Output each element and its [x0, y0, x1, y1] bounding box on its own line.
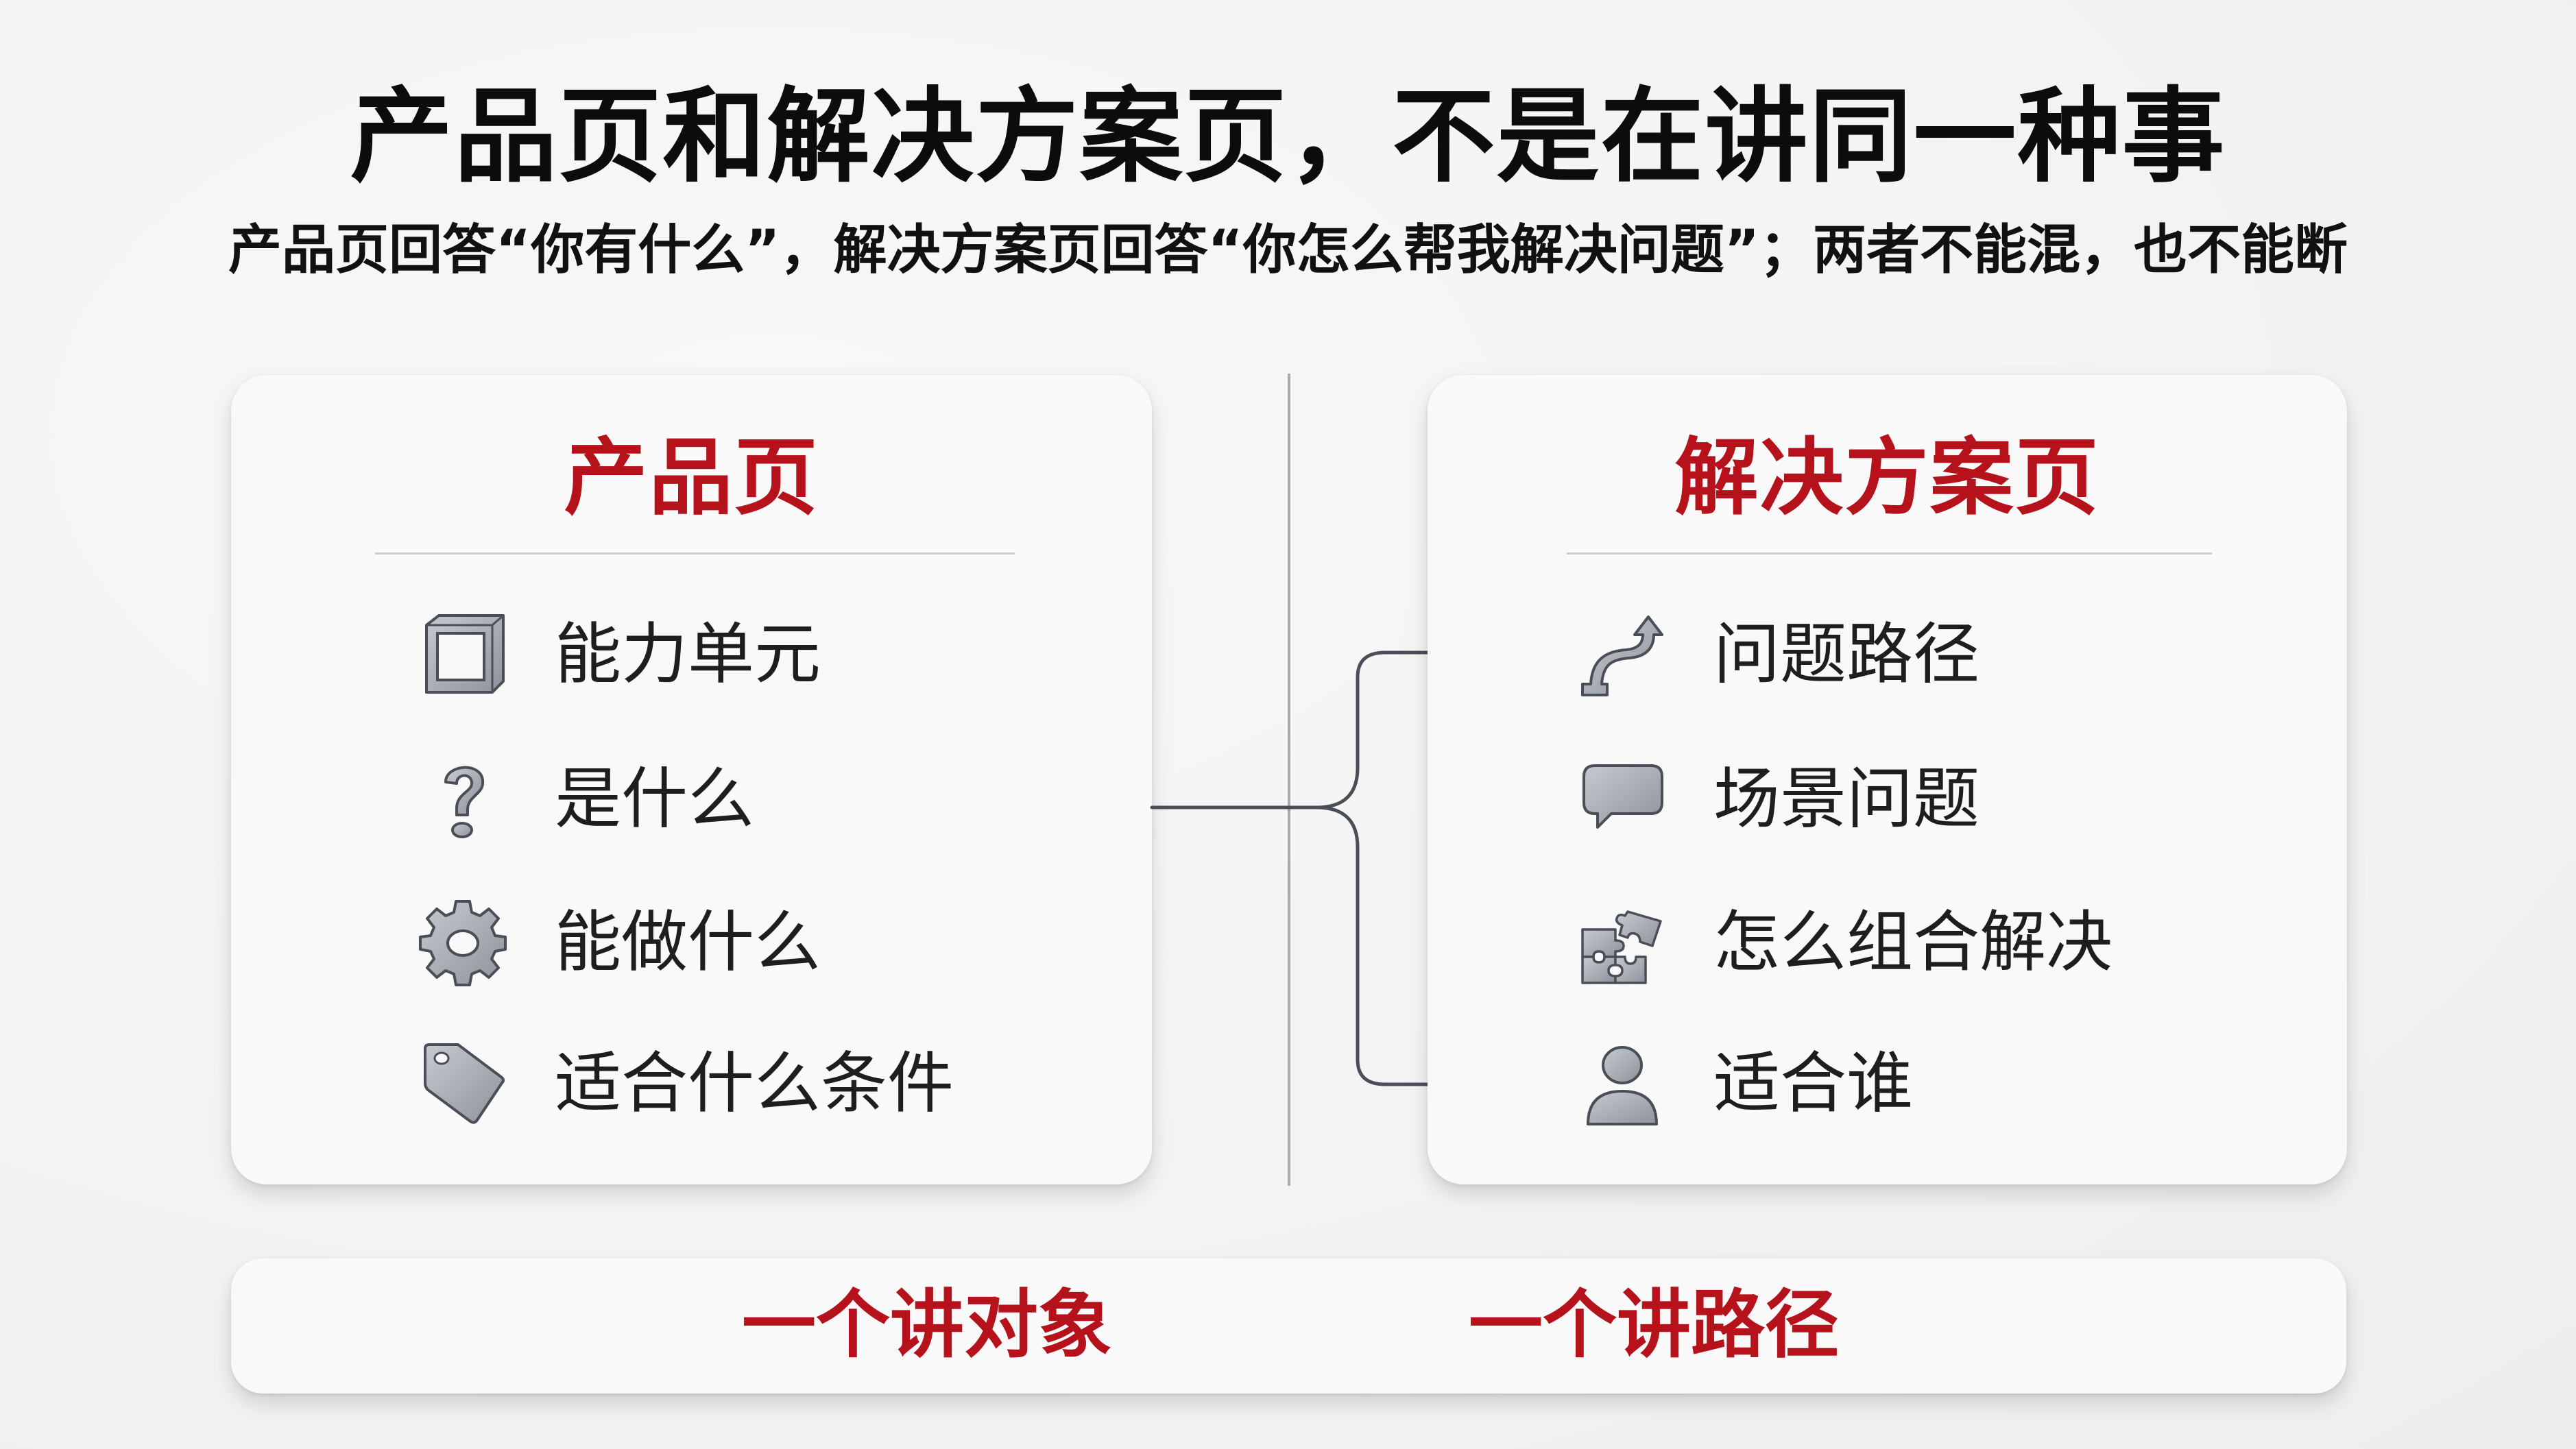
- item-label: 问题路径: [1713, 616, 1979, 693]
- solution-page-item-combine-to-solve: 怎么组合解决: [1574, 888, 2112, 997]
- gear-icon: [415, 894, 511, 990]
- product-page-item-suitable-conditions: 适合什么条件: [415, 1029, 954, 1138]
- solution-page-item-scenario-problem: 场景问题: [1574, 744, 1979, 854]
- solution-page-item-suitable-for-whom: 适合谁: [1574, 1029, 1913, 1138]
- product-page-card-divider: [375, 552, 1015, 555]
- solution-page-card: 解决方案页 问题路径: [1428, 375, 2347, 1184]
- solution-page-item-problem-path: 问题路径: [1574, 600, 1979, 709]
- puzzle-pieces-icon: [1574, 894, 1670, 990]
- cube-icon: [415, 607, 511, 703]
- product-page-item-capability-unit: 能力单元: [415, 600, 821, 709]
- item-label: 能做什么: [555, 903, 821, 981]
- summary-path-label: 一个讲路径: [1469, 1282, 1840, 1368]
- solution-page-card-title: 解决方案页: [1674, 429, 2100, 526]
- item-label: 场景问题: [1713, 760, 1979, 838]
- person-icon: [1574, 1036, 1670, 1132]
- curved-path-arrow-icon: [1574, 607, 1670, 703]
- summary-bar: 一个讲对象 一个讲路径: [231, 1258, 2346, 1393]
- summary-object-label: 一个讲对象: [742, 1282, 1113, 1368]
- tag-icon: [415, 1036, 511, 1132]
- product-page-card-title: 产品页: [564, 429, 819, 526]
- question-mark-icon: [415, 751, 511, 847]
- speech-bubble-icon: [1574, 751, 1670, 847]
- page-title: 产品页和解决方案页，不是在讲同一种事: [350, 77, 2226, 197]
- product-page-card: 产品页 能力单元: [231, 375, 1152, 1184]
- product-page-item-what-can-it-do: 能做什么: [415, 888, 821, 997]
- item-label: 怎么组合解决: [1713, 903, 2112, 981]
- center-divider-line: [1288, 374, 1290, 1186]
- item-label: 能力单元: [555, 616, 821, 693]
- item-label: 适合什么条件: [555, 1045, 954, 1122]
- page-subtitle: 产品页回答“你有什么”，解决方案页回答“你怎么帮我解决问题”；两者不能混，也不能…: [228, 219, 2348, 281]
- item-label: 是什么: [555, 760, 754, 838]
- item-label: 适合谁: [1713, 1045, 1913, 1122]
- product-page-item-what-is-it: 是什么: [415, 744, 754, 854]
- solution-page-card-divider: [1567, 552, 2212, 555]
